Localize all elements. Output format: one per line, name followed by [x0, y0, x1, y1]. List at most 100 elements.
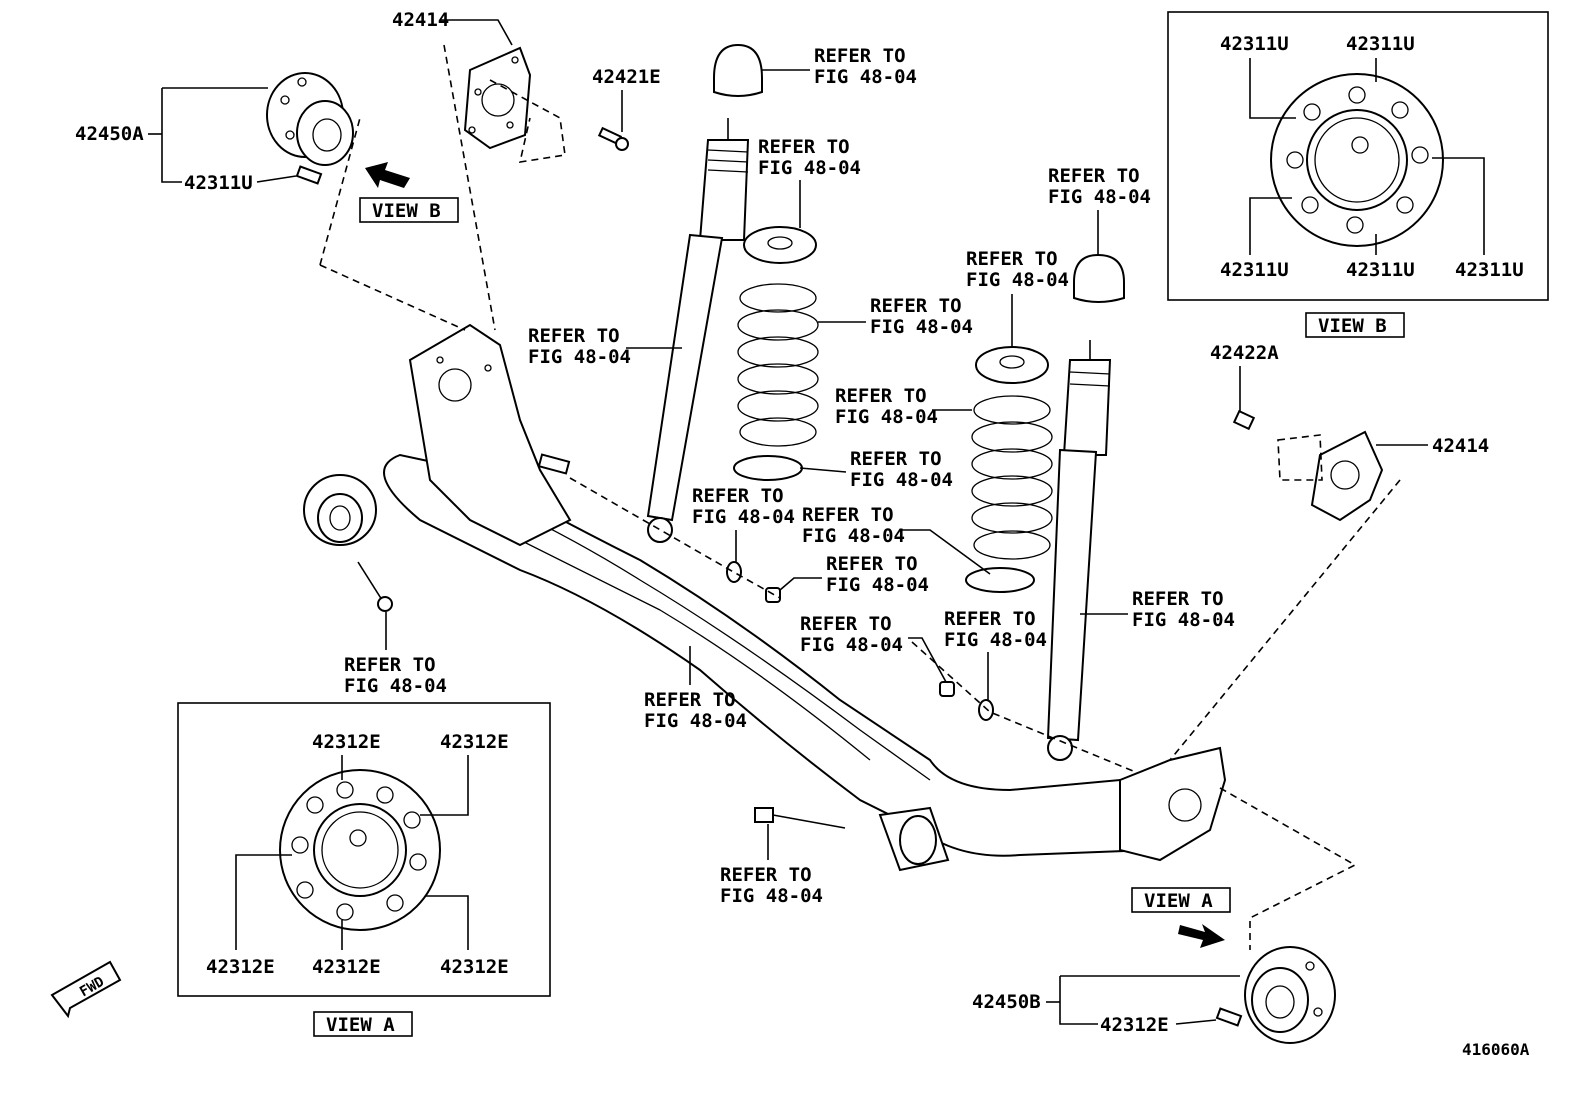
refer-callout-1: REFER TO FIG 48-04	[762, 45, 917, 88]
nut-right	[939, 681, 955, 697]
svg-text:FIG 48-04: FIG 48-04	[720, 885, 823, 907]
spring-seat-upper-right	[975, 346, 1049, 384]
label-42414-top: 42414	[392, 9, 449, 31]
view-b-hub	[1270, 73, 1444, 247]
view-a-part-5: 42312E	[440, 956, 509, 978]
view-b-tag: VIEW B	[372, 200, 441, 222]
refer-callout-5: REFER TO FIG 48-04	[818, 295, 973, 338]
svg-text:REFER TO: REFER TO	[826, 553, 918, 575]
refer-callout-10: REFER TO FIG 48-04	[802, 504, 991, 575]
view-b-title: VIEW B	[1318, 315, 1387, 337]
view-a-hub	[279, 769, 441, 931]
spring-seat-upper-left	[743, 226, 817, 264]
view-a-part-4: 42312E	[312, 956, 381, 978]
refer-callout-3: REFER TO FIG 48-04	[1048, 165, 1151, 255]
label-42414-right: 42414	[1432, 435, 1489, 457]
washer-right	[978, 699, 994, 721]
spring-seat-lower-right	[965, 567, 1035, 593]
bolt-42311u	[295, 165, 323, 185]
hub-42450a	[266, 72, 354, 166]
svg-text:REFER TO: REFER TO	[870, 295, 962, 317]
refer-callout-7: REFER TO FIG 48-04	[835, 385, 972, 428]
svg-text:FIG 48-04: FIG 48-04	[800, 634, 903, 656]
svg-text:FIG 48-04: FIG 48-04	[1132, 609, 1235, 631]
svg-text:REFER TO: REFER TO	[692, 485, 784, 507]
svg-text:REFER TO: REFER TO	[966, 248, 1058, 270]
refer-callout-15: REFER TO FIG 48-04	[344, 612, 447, 697]
refer-callout-2: REFER TO FIG 48-04	[758, 136, 861, 228]
trailing-arm-right	[1119, 746, 1227, 862]
coil-spring-right	[971, 395, 1053, 560]
svg-text:REFER TO: REFER TO	[1048, 165, 1140, 187]
view-a-part-2: 42312E	[440, 731, 509, 753]
refer-callout-14: REFER TO FIG 48-04	[944, 608, 1047, 700]
view-a-title-box	[313, 1011, 413, 1037]
label-42450b: 42450B	[972, 991, 1041, 1013]
bolt-42422a	[1232, 409, 1256, 431]
bolt-42421e	[597, 126, 629, 151]
refer-callout-8: REFER TO FIG 48-04	[799, 448, 953, 491]
label-42421e: 42421E	[592, 66, 661, 88]
svg-text:FIG 48-04: FIG 48-04	[814, 66, 917, 88]
view-b-tag-box	[359, 197, 459, 223]
label-42422a: 42422A	[1210, 342, 1279, 364]
backing-plate-42414-right	[1310, 430, 1384, 522]
svg-text:REFER TO: REFER TO	[802, 504, 894, 526]
label-42450a: 42450A	[75, 123, 144, 145]
svg-text:FIG 48-04: FIG 48-04	[802, 525, 905, 547]
svg-text:FIG 48-04: FIG 48-04	[826, 574, 929, 596]
view-b-part-1: 42311U	[1220, 33, 1289, 55]
bump-stop-left	[713, 43, 763, 97]
svg-text:REFER TO: REFER TO	[850, 448, 942, 470]
refer-callout-13: REFER TO FIG 48-04	[800, 613, 947, 683]
bushing-right	[878, 806, 950, 872]
svg-text:REFER TO: REFER TO	[758, 136, 850, 158]
bump-stop-right	[1073, 253, 1125, 303]
svg-text:REFER TO: REFER TO	[528, 325, 620, 347]
shock-absorber-right	[1046, 340, 1112, 761]
svg-text:REFER TO: REFER TO	[1132, 588, 1224, 610]
refer-callout-4: REFER TO FIG 48-04	[966, 248, 1069, 348]
label-42311u: 42311U	[184, 172, 253, 194]
svg-text:FIG 48-04: FIG 48-04	[966, 269, 1069, 291]
diagram-id: 416060A	[1462, 1040, 1530, 1059]
view-a-tag: VIEW A	[1144, 890, 1213, 912]
view-b-arrow	[365, 162, 410, 188]
washer-left	[726, 561, 742, 583]
bolt-right-long	[754, 807, 846, 829]
svg-text:FIG 48-04: FIG 48-04	[758, 157, 861, 179]
view-b-frame	[1167, 11, 1549, 301]
view-a-frame	[177, 702, 551, 997]
svg-text:REFER TO: REFER TO	[835, 385, 927, 407]
svg-text:FIG 48-04: FIG 48-04	[692, 506, 795, 528]
nut-left	[765, 587, 781, 603]
refer-callout-12: REFER TO FIG 48-04	[1080, 588, 1235, 631]
bushing-left	[303, 474, 377, 546]
view-b-part-5: 42311U	[1455, 259, 1524, 281]
view-b-part-2: 42311U	[1346, 33, 1415, 55]
bolt-42312e	[1215, 1007, 1243, 1027]
svg-text:REFER TO: REFER TO	[644, 689, 736, 711]
svg-text:FIG 48-04: FIG 48-04	[850, 469, 953, 491]
view-a-title: VIEW A	[326, 1014, 395, 1036]
view-a-arrow	[1178, 924, 1225, 948]
svg-text:FIG 48-04: FIG 48-04	[528, 346, 631, 368]
svg-text:REFER TO: REFER TO	[720, 864, 812, 886]
bolt-left-long	[357, 561, 393, 612]
view-b-title-box	[1305, 312, 1405, 338]
label-42312e: 42312E	[1100, 1014, 1169, 1036]
svg-text:FIG 48-04: FIG 48-04	[870, 316, 973, 338]
fwd-arrow: FWD	[50, 960, 122, 1019]
svg-text:REFER TO: REFER TO	[344, 654, 436, 676]
svg-text:FIG 48-04: FIG 48-04	[835, 406, 938, 428]
svg-text:REFER TO: REFER TO	[944, 608, 1036, 630]
backing-plate-42414-top	[463, 46, 532, 150]
view-b-part-3: 42311U	[1220, 259, 1289, 281]
shock-absorber-left	[646, 118, 750, 543]
svg-text:FIG 48-04: FIG 48-04	[944, 629, 1047, 651]
svg-text:REFER TO: REFER TO	[800, 613, 892, 635]
refer-callout-16: REFER TO FIG 48-04	[644, 646, 747, 732]
svg-text:FIG 48-04: FIG 48-04	[1048, 186, 1151, 208]
